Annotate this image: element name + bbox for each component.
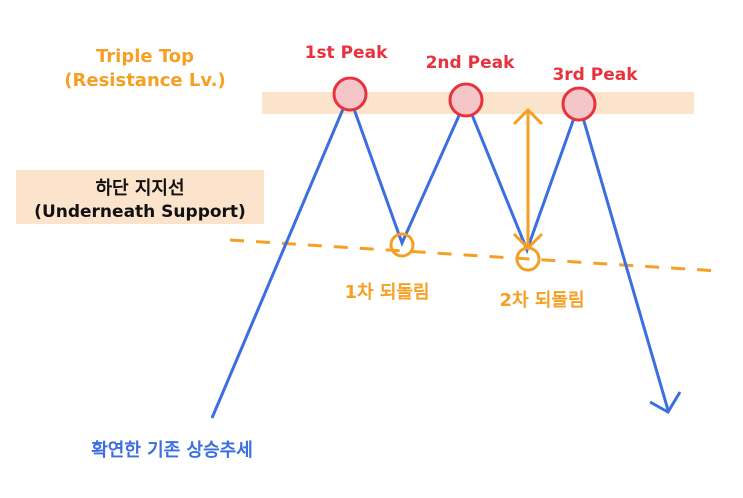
peak-3-label: 3rd Peak (552, 65, 638, 85)
pullback-1-label: 1차 되돌림 (344, 282, 429, 303)
downtrend-arrowhead-icon (649, 391, 682, 415)
peak-2-label: 2nd Peak (426, 53, 515, 73)
price-path (210, 90, 670, 419)
pullback-1-marker (389, 232, 415, 258)
peak-2-marker (448, 82, 484, 118)
support-label-line2: (Underneath Support) (34, 202, 246, 222)
resistance-title-line1: Triple Top (96, 46, 194, 67)
trend-label: 확연한 기존 상승추세 (91, 440, 253, 461)
height-double-arrow-icon (512, 107, 544, 251)
support-line (229, 238, 719, 273)
support-label-band (16, 170, 264, 224)
peak-1-marker (332, 76, 368, 112)
resistance-title-line2: (Resistance Lv.) (64, 70, 225, 91)
peak-1-label: 1st Peak (305, 43, 388, 63)
peak-3-marker (561, 86, 597, 122)
pullback-2-label: 2차 되돌림 (499, 290, 584, 311)
support-label-line1: 하단 지지선 (95, 178, 184, 199)
